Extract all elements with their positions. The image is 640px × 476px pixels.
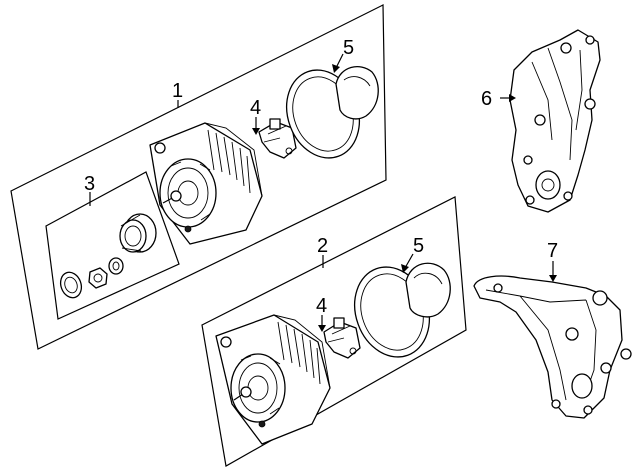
callout-1: 1 [172,80,183,102]
callout-5-lower: 5 [413,235,424,257]
clip-ring-part [59,271,83,299]
alternator-upper [149,122,263,245]
cover-cap-upper [286,66,379,159]
callout-4-lower: 4 [316,295,327,317]
callout-4-upper: 4 [250,97,261,119]
callout-6: 6 [481,88,492,110]
alternator-lower [215,314,331,445]
bracket-7-part [473,275,632,419]
callout-3: 3 [84,173,95,195]
pulley-part [119,213,157,253]
washer-part [108,257,124,275]
nut-part [88,267,108,289]
callout-2: 2 [317,235,328,257]
cover-cap-lower [354,262,451,358]
regulator-lower [323,317,361,359]
bracket-6-part [509,29,601,213]
assembly-panel-2 [201,196,467,467]
regulator-upper [258,118,297,159]
assembly-panel-1 [10,4,387,350]
callout-7: 7 [547,240,558,262]
leader-lines [89,53,557,332]
callout-5-upper: 5 [343,37,354,59]
pulley-kit-panel [45,171,180,320]
